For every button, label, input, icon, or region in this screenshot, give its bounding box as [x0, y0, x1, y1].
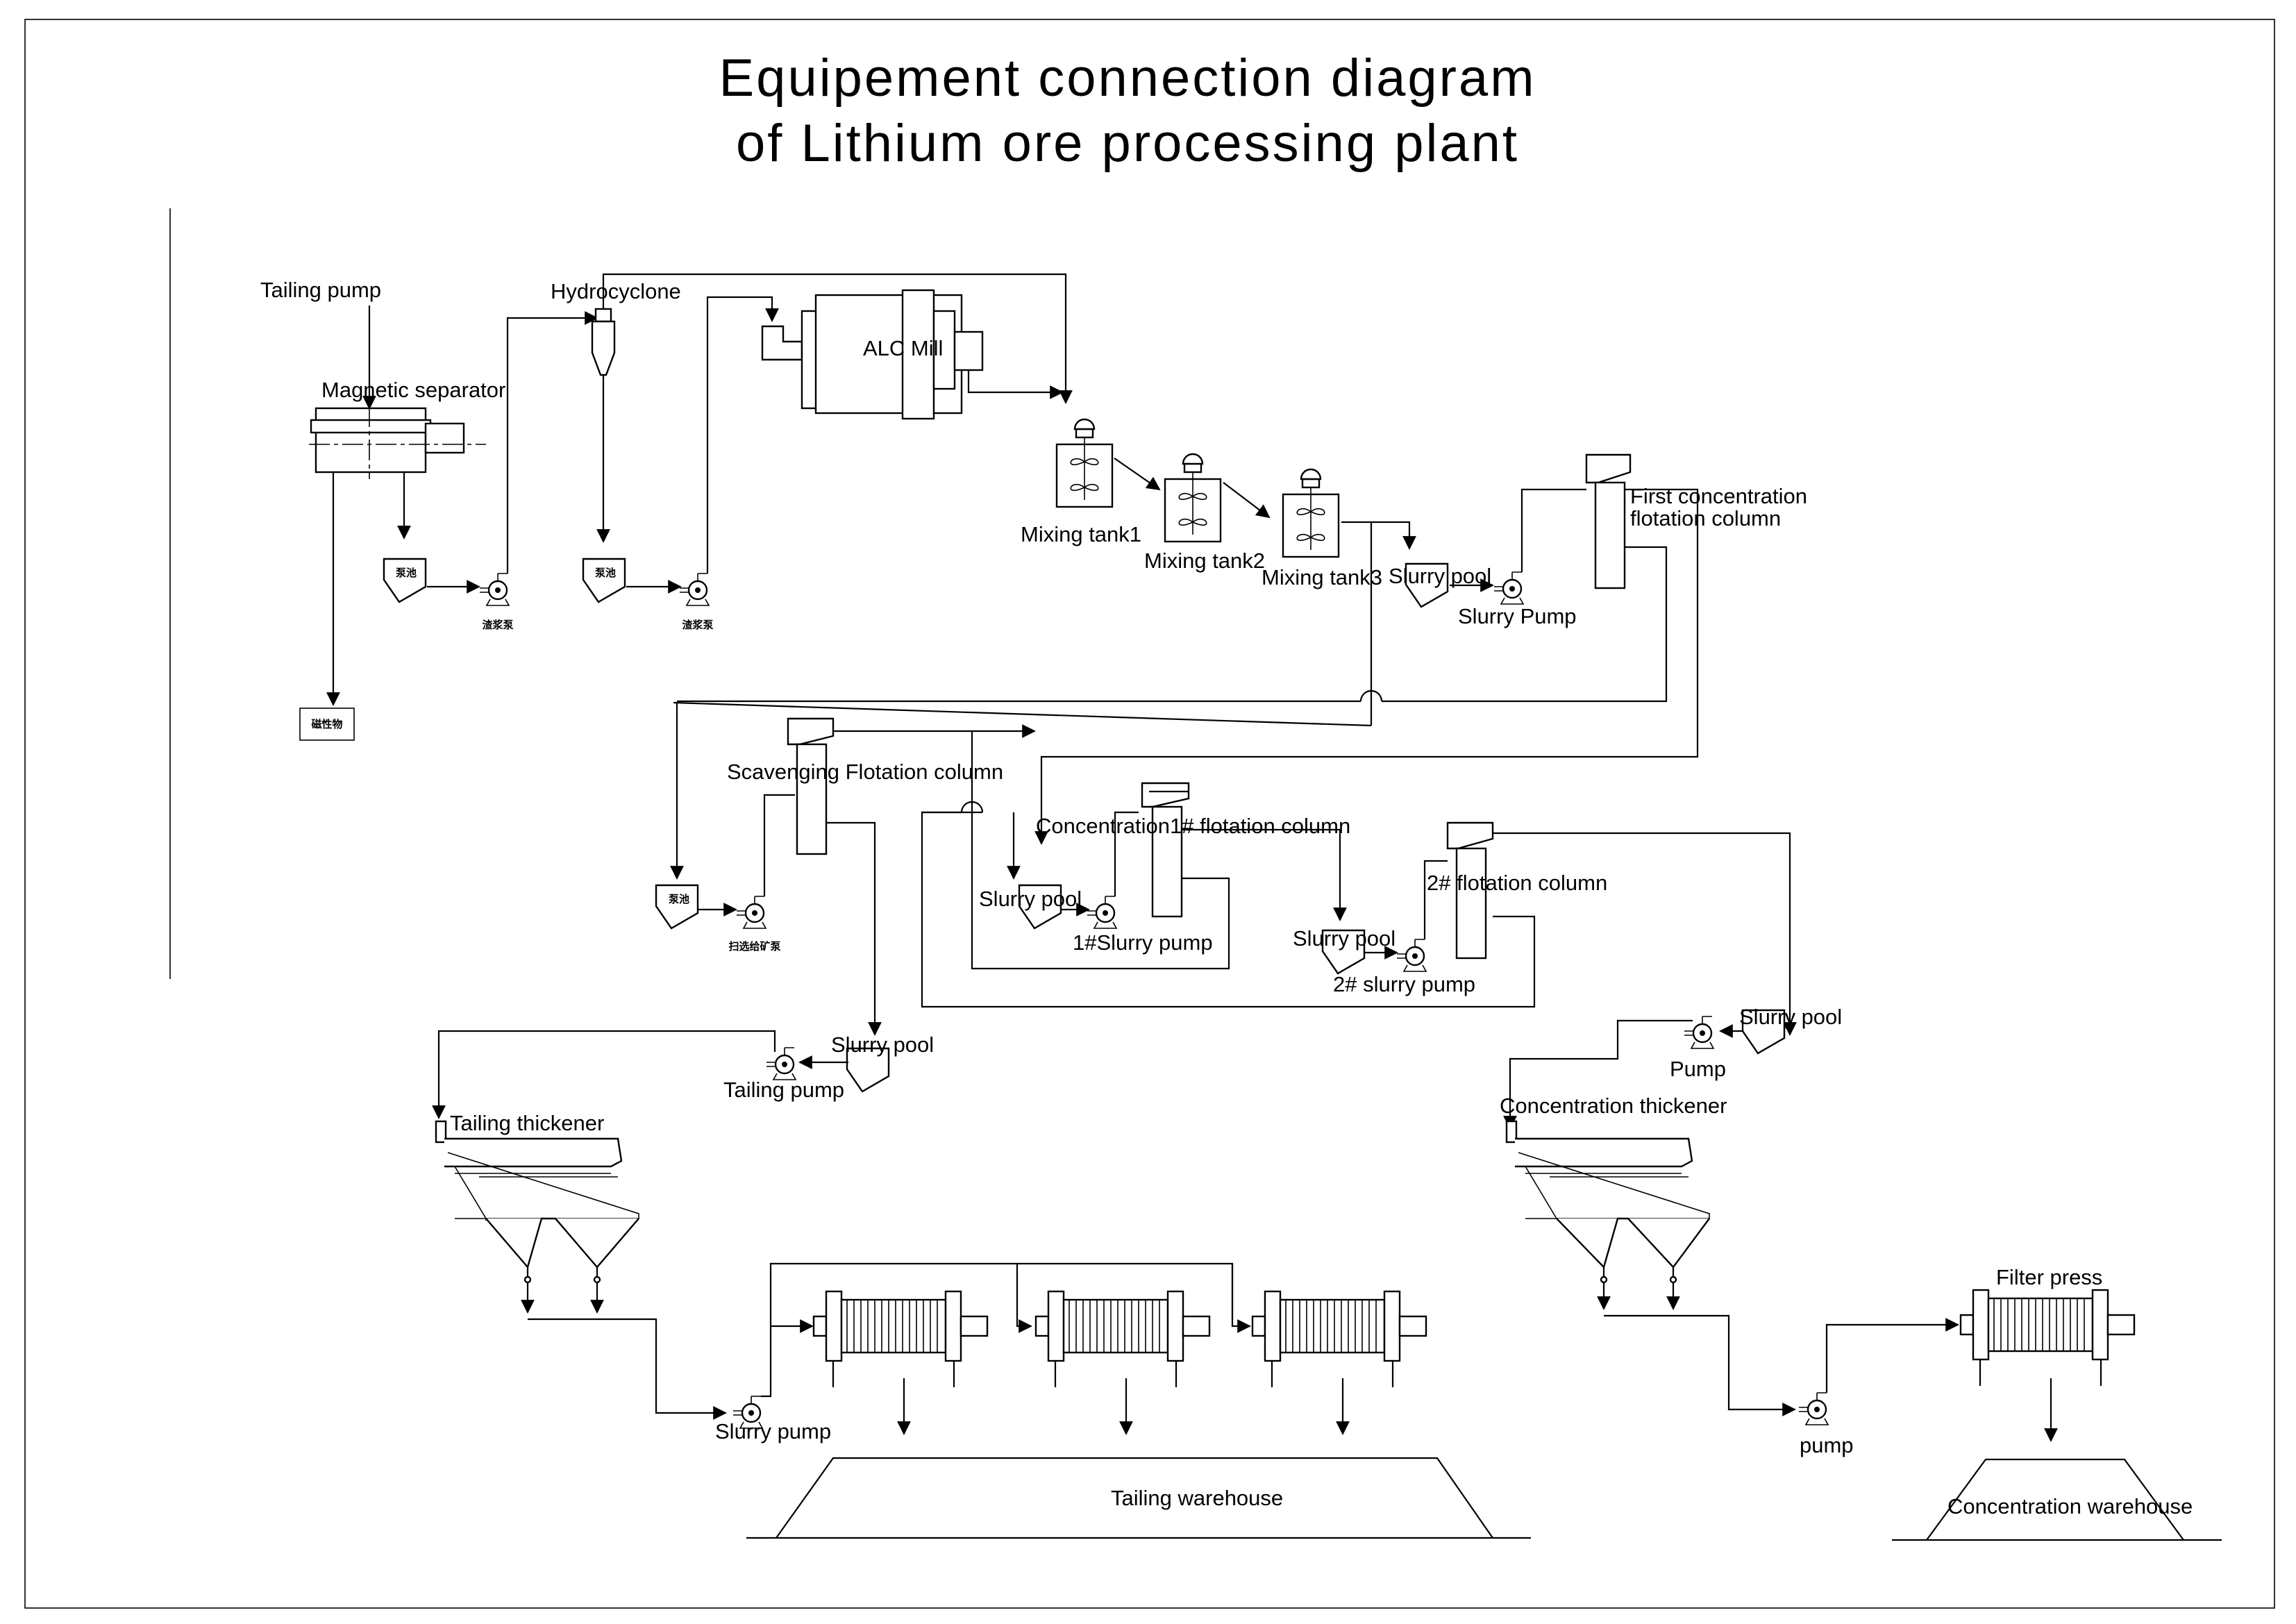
- label-flotation2: 2# flotation column: [1427, 871, 1607, 895]
- label-scavenging: Scavenging Flotation column: [727, 760, 1003, 784]
- cjk-pump-a: 渣浆泵: [482, 619, 513, 631]
- cjk-pump-c: 扫选给矿泵: [728, 940, 780, 953]
- label-slurry-pool-right: Slurry pool: [1739, 1005, 1842, 1029]
- diagram-title-line1: Equipement connection diagram: [719, 49, 1536, 108]
- label-filter-press: Filter press: [1996, 1265, 2102, 1289]
- label-mixing-tank2: Mixing tank2: [1144, 549, 1265, 573]
- filter-press-icon: [1034, 1290, 1211, 1389]
- label-pump-right: Pump: [1670, 1057, 1726, 1081]
- thickener-icon: [435, 1120, 639, 1284]
- label-magnetic-separator: Magnetic separator: [321, 378, 505, 402]
- label-slurry-pool-tail: Slurry pool: [831, 1032, 934, 1057]
- label-slurry-pump-1: 1#Slurry pump: [1073, 930, 1213, 955]
- label-slurry-pool-1: Slurry pool: [979, 887, 1082, 911]
- agitator-icon: [1164, 453, 1222, 543]
- label-pump-bottom: pump: [1800, 1433, 1854, 1457]
- label-first-concentration-2: flotation column: [1630, 506, 1781, 530]
- pump-icon: [735, 895, 767, 930]
- label-tailing-pump-top: Tailing pump: [260, 278, 381, 302]
- agitator-icon: [1282, 468, 1340, 558]
- label-first-concentration-1: First concentration: [1630, 484, 1807, 508]
- pump-icon: [1493, 571, 1525, 605]
- pump-icon: [478, 572, 510, 607]
- sump-c: [655, 884, 699, 930]
- label-slurry-pool-top: Slurry pool: [1389, 564, 1491, 588]
- filter-press-icon: [812, 1290, 989, 1389]
- pump-icon: [678, 572, 710, 607]
- label-slurry-pump-bottom: Slurry pump: [715, 1419, 831, 1443]
- cjk-sump-a: 泵池: [396, 567, 417, 579]
- mill-icon: [761, 289, 984, 420]
- label-tailing-warehouse: Tailing warehouse: [1111, 1486, 1283, 1510]
- cjk-sump-c: 泵池: [669, 893, 689, 905]
- label-concentration1: Concentration1# flotation column: [1036, 814, 1350, 838]
- pump-icon: [1798, 1391, 1829, 1426]
- label-concentration-warehouse: Concentration warehouse: [1947, 1494, 2193, 1518]
- label-tailing-thickener: Tailing thickener: [450, 1111, 604, 1135]
- pump-icon: [1396, 938, 1427, 973]
- label-alc-mill: ALC Mill: [863, 336, 943, 360]
- diagram-title-line2: of Lithium ore processing plant: [736, 114, 1519, 173]
- flotation2-column: [1446, 821, 1494, 960]
- label-mixing-tank3: Mixing tank3: [1262, 565, 1382, 589]
- cyclone-icon: [591, 273, 1073, 404]
- concentration-warehouse: [1892, 1458, 2222, 1541]
- filter-press-icon: [1959, 1289, 2136, 1387]
- label-concentration-thickener: Concentration thickener: [1500, 1094, 1727, 1118]
- cjk-magnetic-product: 磁性物: [311, 718, 342, 730]
- magnetic-separator: [309, 406, 486, 479]
- label-mixing-tank1: Mixing tank1: [1021, 522, 1141, 546]
- thickener-icon: [1505, 1120, 1710, 1284]
- label-slurry-pump-top: Slurry Pump: [1458, 604, 1577, 628]
- sump-b: [582, 558, 626, 603]
- sump-a: [383, 558, 427, 603]
- magnetic-product-box: 磁性物: [299, 708, 355, 741]
- agitator-icon: [1055, 418, 1114, 508]
- first-concentration-flotation-column: [1585, 453, 1632, 589]
- cjk-pump-b: 渣浆泵: [682, 619, 713, 631]
- cjk-sump-b: 泵池: [595, 567, 616, 579]
- drawing-frame: [24, 19, 2275, 1609]
- label-slurry-pump-2: 2# slurry pump: [1333, 972, 1475, 996]
- filter-press-icon: [1251, 1290, 1427, 1389]
- pump-icon: [1086, 895, 1118, 930]
- scavenging-flotation-column: [787, 717, 835, 855]
- pump-icon: [765, 1046, 797, 1081]
- concentration1-flotation-column: [1141, 782, 1190, 918]
- label-hydrocyclone: Hydrocyclone: [551, 279, 681, 303]
- label-tailing-pump-mid: Tailing pump: [723, 1078, 844, 1102]
- label-slurry-pool-2: Slurry pool: [1293, 926, 1396, 951]
- tailing-warehouse: [746, 1457, 1531, 1539]
